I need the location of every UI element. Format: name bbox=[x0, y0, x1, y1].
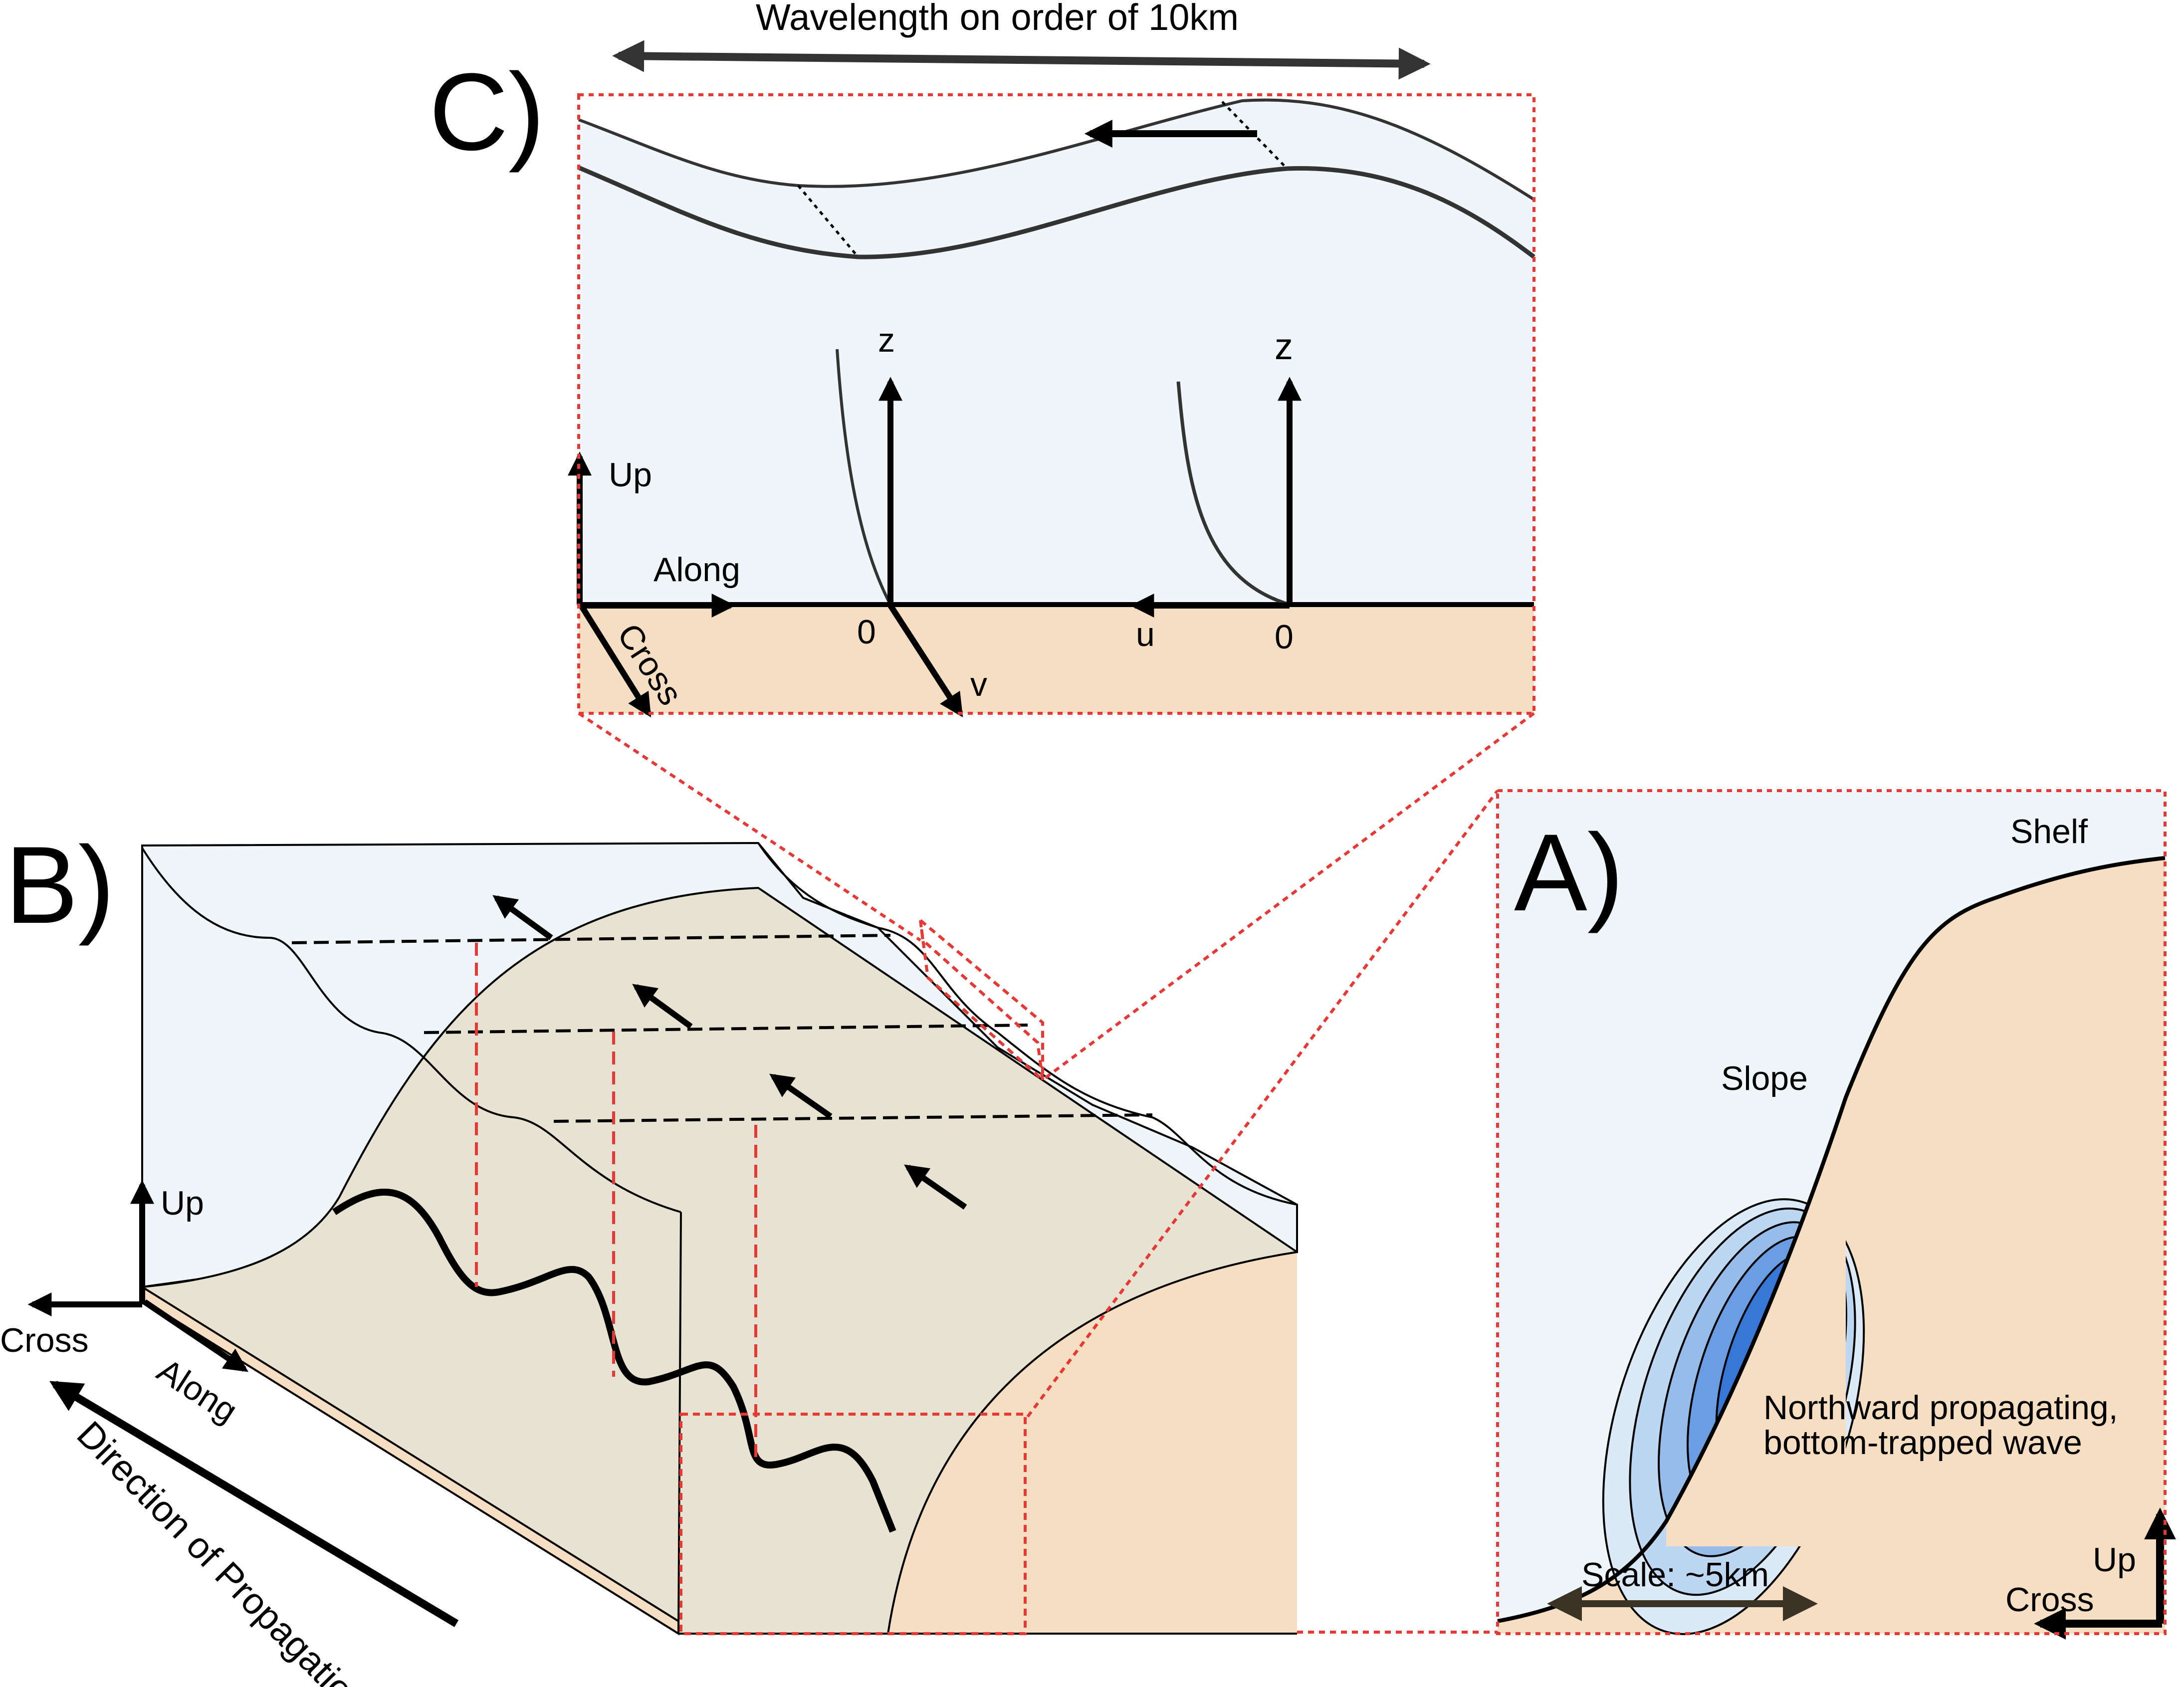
slope-label: Slope bbox=[1721, 1059, 1808, 1097]
panel-a-frame bbox=[1496, 789, 2167, 1635]
panel-b: B) bbox=[0, 712, 1535, 1687]
panel-b-up-label: Up bbox=[161, 1184, 204, 1222]
panel-b-right-face bbox=[678, 1252, 1297, 1634]
u-velocity-profile bbox=[1176, 381, 1290, 607]
wavelength-arrow bbox=[612, 40, 1431, 80]
panel-c-up-label: Up bbox=[609, 456, 652, 494]
zoom-link-a-top bbox=[1026, 790, 1499, 1418]
panel-b-right-face-outline bbox=[887, 1251, 1298, 1634]
zoom-box-a-source bbox=[679, 1413, 1027, 1635]
panel-b-along-axis bbox=[143, 1299, 248, 1372]
profile1-v-axis bbox=[887, 604, 963, 718]
profile2-zero-label: 0 bbox=[1275, 618, 1294, 656]
crest-line-1 bbox=[291, 934, 891, 944]
crest-line-3 bbox=[553, 1113, 1153, 1123]
panel-b-label: B) bbox=[5, 824, 115, 946]
panel-a: A) Shelf Slope Northward propagating, bo… bbox=[1496, 789, 2176, 1640]
zoom-link-c-left bbox=[578, 712, 921, 942]
profile1-z-label: z bbox=[878, 321, 895, 359]
phase-line-2 bbox=[1221, 101, 1288, 170]
zoom-link-c-right bbox=[1042, 712, 1535, 1081]
phase-arrow-2 bbox=[632, 984, 693, 1029]
wave-label-line1: Northward propagating, bbox=[1763, 1389, 2118, 1427]
panel-a-topography bbox=[1497, 856, 2166, 1623]
wavelength-label: Wavelength on order of 10km bbox=[756, 0, 1239, 38]
profile1-zero-label: 0 bbox=[857, 613, 876, 651]
panel-c-sediment bbox=[579, 605, 1534, 713]
panel-c-cross-axis bbox=[578, 604, 652, 718]
panel-c-along-label: Along bbox=[654, 551, 740, 589]
panel-b-isopycnal-face bbox=[141, 847, 681, 1213]
zoom-box-c-source bbox=[919, 919, 1045, 1084]
phase-line-1 bbox=[797, 185, 859, 258]
phase-arrow-4 bbox=[904, 1164, 967, 1210]
panel-c: C) Wavelength on order of 10km Up Along … bbox=[429, 0, 1535, 718]
panel-a-cross-label: Cross bbox=[2005, 1581, 2094, 1619]
profile2-z-label: z bbox=[1275, 326, 1293, 367]
crest-line-2 bbox=[424, 1024, 1028, 1034]
wave-label-line2: bottom-trapped wave bbox=[1763, 1424, 2082, 1462]
panel-a-sediment-cover bbox=[1666, 1097, 1846, 1546]
panel-c-label: C) bbox=[429, 50, 545, 173]
scale-label: Scale: ~5km bbox=[1581, 1556, 1769, 1594]
upper-interface bbox=[578, 98, 1535, 201]
panel-c-frame bbox=[577, 93, 1535, 715]
phase-arrow-3 bbox=[769, 1073, 833, 1119]
lower-interface bbox=[578, 165, 1535, 259]
propagation-direction-arrow bbox=[49, 1381, 459, 1627]
panel-b-topography-outline bbox=[142, 886, 1298, 1288]
phase-arrow-1 bbox=[492, 895, 553, 940]
panel-a-label: A) bbox=[1514, 811, 1624, 934]
shelf-label: Shelf bbox=[2010, 813, 2088, 850]
panel-b-cross-label: Cross bbox=[0, 1321, 89, 1359]
panel-c-water bbox=[579, 100, 1534, 605]
v-velocity-profile bbox=[836, 349, 892, 606]
panel-b-isopycnal-back bbox=[757, 842, 1298, 1206]
panel-a-up-label: Up bbox=[2093, 1541, 2136, 1579]
profile1-v-label: v bbox=[970, 665, 987, 703]
profile2-u-label: u bbox=[1136, 616, 1155, 653]
bottom-wave-path bbox=[332, 1188, 896, 1533]
